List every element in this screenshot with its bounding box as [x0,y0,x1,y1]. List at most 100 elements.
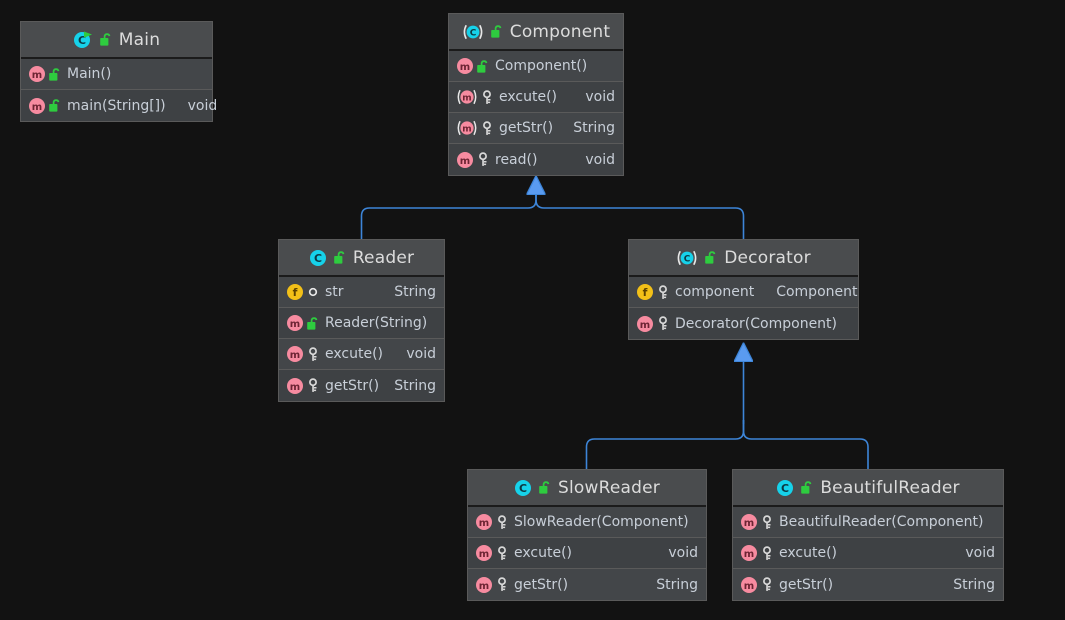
member-type: void [187,97,218,114]
method-icon: m [475,513,493,531]
svg-text:m: m [744,549,754,560]
public-unlock-icon [490,24,504,39]
class-icon: C [309,249,327,267]
method-icon: m [475,544,493,562]
method-icon: m [456,57,474,75]
member-row[interactable]: m getStr() String [733,569,1003,600]
member-row[interactable]: m SlowReader(Component) [468,507,706,538]
protected-key-icon [476,152,490,167]
method-icon: m [286,377,304,395]
member-name: excute() [514,545,573,561]
edge-slowreader-to-decorator [585,420,745,469]
protected-key-icon [760,545,774,561]
member-type: String [953,576,995,593]
class-name: BeautifulReader [820,477,960,498]
svg-text:m: m [479,518,489,529]
uml-class-component[interactable]: C Component m Component() m excute() void m getS… [448,13,624,176]
member-row[interactable]: m excute() void [468,538,706,569]
public-unlock-icon [476,59,490,74]
protected-key-icon [495,545,509,561]
public-unlock-icon [99,32,113,47]
svg-text:C: C [314,252,322,265]
class-header-decorator: C Decorator [629,240,858,277]
package-private-circle-icon [306,286,320,298]
method-icon: m [286,345,304,363]
member-row[interactable]: m getStr() String [468,569,706,600]
member-type: String [394,377,436,394]
svg-text:C: C [519,482,527,495]
svg-text:m: m [479,580,489,591]
member-name: Decorator(Component) [675,315,838,332]
protected-key-icon [480,120,494,136]
svg-text:C: C [469,28,476,38]
member-name: excute() [499,89,558,105]
method-icon: m [456,151,474,169]
member-row[interactable]: m read() void [449,144,623,175]
method-icon: m [286,314,304,332]
member-name: getStr() [499,120,554,136]
member-name: SlowReader(Component) [514,514,689,530]
public-unlock-icon [48,67,62,82]
field-icon: f [636,283,654,301]
svg-text:m: m [462,125,471,135]
edge-decorator-to-component [535,192,745,239]
abstract-method-icon: m [456,119,478,137]
field-icon: f [286,283,304,301]
protected-key-icon [306,346,320,362]
protected-key-icon [760,577,774,592]
member-name: excute() [779,545,838,561]
protected-key-icon [656,284,670,300]
class-name: SlowReader [558,477,660,498]
class-header-beautifulreader: C BeautifulReader [733,470,1003,507]
class-name: Decorator [724,247,811,268]
member-name: str [325,284,344,300]
class-header-component: C Component [449,14,623,51]
member-type: String [656,576,698,593]
member-type: void [585,151,615,168]
public-unlock-icon [800,480,814,495]
abstract-method-icon: m [456,88,478,106]
abstract-class-icon: C [676,249,698,267]
svg-text:m: m [462,94,471,104]
protected-key-icon [656,316,670,331]
svg-text:m: m [290,381,300,392]
svg-text:C: C [781,482,789,495]
class-icon: C [514,479,532,497]
member-row[interactable]: m Component() [449,51,623,82]
member-row[interactable]: f str String [279,277,444,308]
uml-class-slowreader[interactable]: C SlowReader m SlowReader(Component) m excute… [467,469,707,601]
member-type: String [573,120,615,136]
public-unlock-icon [704,250,718,265]
svg-text:m: m [744,518,754,529]
public-unlock-icon [333,250,347,265]
method-icon: m [740,576,758,594]
member-name: Component() [495,58,588,74]
member-name: read() [495,151,538,168]
member-name: getStr() [779,576,834,593]
method-icon: m [475,576,493,594]
protected-key-icon [495,577,509,592]
member-type: void [668,545,698,561]
member-row[interactable]: m getStr() String [449,113,623,144]
svg-text:m: m [290,350,300,361]
member-name: getStr() [514,576,569,593]
class-name: Component [509,21,611,42]
abstract-class-icon: C [462,23,484,41]
class-name: Reader [352,247,415,268]
member-type: String [394,284,436,300]
